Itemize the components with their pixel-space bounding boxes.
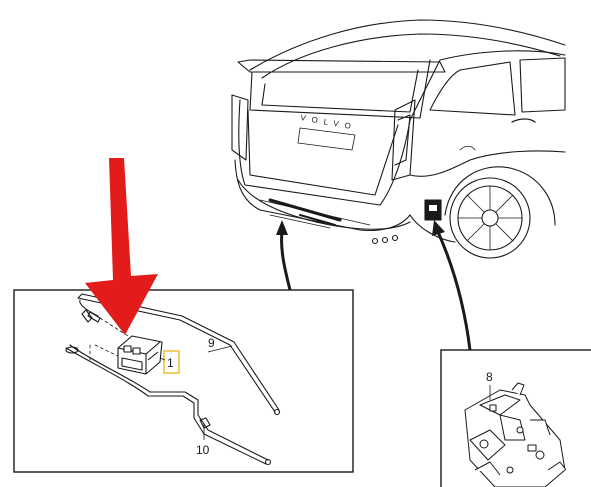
pointer-arrow-right [436, 231, 472, 351]
arrowhead-left-icon [276, 220, 288, 235]
callout-label-10: 10 [196, 443, 210, 457]
pointer-arrow-left [280, 231, 292, 291]
arrowhead-right-icon [432, 220, 445, 236]
tailgate-latch-icon [464, 382, 567, 487]
control-module-icon [117, 335, 163, 375]
red-down-arrow-icon [85, 158, 158, 335]
leader-line-9 [207, 345, 233, 353]
callout-label-1: 1 [167, 356, 174, 370]
detail-box-left [13, 289, 354, 473]
callout-label-8: 8 [486, 370, 493, 384]
suv-rear-view-icon [231, 19, 566, 259]
callout-box-1 [163, 350, 180, 374]
leader-line-1 [159, 357, 166, 361]
callout-label-9: 9 [208, 336, 215, 350]
